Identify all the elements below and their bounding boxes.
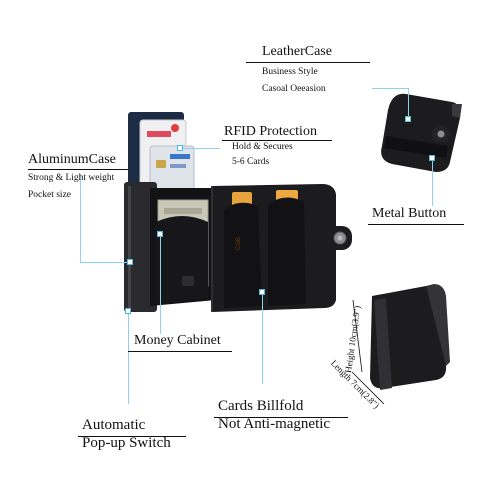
popup-switch-line1: Automatic [82,417,146,433]
leader-aluminum-h [80,174,81,262]
leathercase-title: LeatherCase [262,44,332,59]
money-cabinet-underline [128,351,232,352]
dimension-wallet-image [370,284,450,390]
dimension-arrows [351,299,385,405]
metal-button-underline [368,224,464,225]
aluminumcase-title: AluminumCase [28,152,116,167]
marker-metal-button [429,155,435,161]
marker-money-cabinet [157,231,163,237]
popup-switch-underline [78,436,186,437]
rfid-line2: 5-6 Cards [232,157,270,167]
rfid-underline [222,140,332,141]
leader-popup-switch [128,312,129,404]
main-wallet-image [124,112,352,312]
leathercase-underline [246,62,370,63]
marker-rfid [177,145,183,151]
marker-aluminum [127,259,133,265]
rfid-title: RFID Protection [224,124,317,139]
leader-cards-billfold [262,292,263,384]
money-cabinet-title: Money Cabinet [134,333,221,348]
aluminumcase-line1: Strong & Light weight [28,173,115,183]
leader-leathercase-v [408,88,409,118]
leader-aluminum-b [80,262,128,263]
leathercase-line1: Business Style [262,67,318,77]
card-brand-text: CGB [236,236,242,250]
leader-leathercase-h [372,88,408,89]
rfid-line1: Hold & Secures [232,142,293,152]
leathercase-line2: Casoal Oeeasion [262,84,326,94]
popup-switch-line2: Pop-up Switch [82,435,171,451]
marker-popup-switch [125,308,131,314]
leather-case-image [381,93,462,172]
leader-metal-button [432,160,433,206]
aluminumcase-underline [28,169,128,170]
marker-leathercase [405,116,411,122]
aluminum-case-body [124,182,157,312]
leader-rfid [180,148,220,149]
cards-billfold-line2: Not Anti-magnetic [218,416,331,432]
cards-billfold-underline [214,417,348,418]
cards-billfold-line1: Cards Billfold [218,398,304,414]
aluminumcase-line2: Pocket size [28,190,72,200]
marker-cards-billfold [259,289,265,295]
metal-button-title: Metal Button [372,206,447,221]
leader-money-cabinet [160,234,161,334]
